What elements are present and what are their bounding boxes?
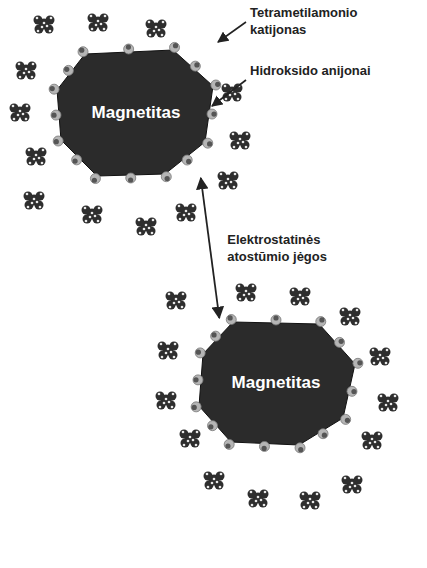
hydroxide-anion: [124, 44, 134, 54]
hydroxide-anion: [208, 421, 218, 431]
cation-icon: [180, 430, 201, 448]
hydroxide-anion: [226, 315, 236, 325]
cation-icon: [16, 62, 37, 80]
hydroxide-anion: [49, 84, 59, 94]
cation-icon: [248, 490, 269, 508]
leader-line: [218, 22, 246, 42]
magnetite-particle: Magnetitas: [195, 318, 357, 448]
hydroxide-anion: [207, 109, 217, 119]
cation-icon: [146, 20, 167, 38]
cation-icon: [300, 492, 321, 510]
cation-icon: [370, 348, 391, 366]
hydroxide-anion: [318, 429, 328, 439]
cation-icon: [204, 472, 225, 490]
cation-icon: [82, 206, 103, 224]
hydroxide-anion: [347, 386, 357, 396]
hydroxide-anion: [224, 439, 234, 449]
hydroxide-anion: [316, 317, 326, 327]
cation-icon: [156, 392, 177, 410]
cation-icon: [236, 284, 257, 302]
hydroxide-anion: [193, 375, 203, 385]
hydroxide-anion: [211, 331, 221, 341]
hydroxide-anion: [78, 47, 88, 57]
hydroxide-anion: [53, 136, 63, 146]
force-arrow: [201, 178, 220, 318]
cation-icon: [218, 172, 239, 190]
hydroxide-anion: [51, 110, 61, 120]
cation-icon: [290, 288, 311, 306]
hydroxide-anion: [126, 173, 136, 183]
hydroxide-anion: [341, 414, 351, 424]
callout-label: Tetrametilamonio katijonas: [250, 4, 400, 38]
cation-icon: [222, 84, 243, 102]
hydroxide-anion: [353, 358, 363, 368]
hydroxide-anion: [195, 348, 205, 358]
callout-label: Hidroksido anijonai: [250, 62, 400, 79]
cation-icon: [166, 292, 187, 310]
cation-icon: [378, 394, 399, 412]
cation-icon: [230, 132, 251, 150]
hydroxide-anion: [72, 155, 82, 165]
hydroxide-anion: [182, 155, 192, 165]
particle-label: Magnetitas: [232, 373, 321, 393]
magnetite-particle: Magnetitas: [55, 48, 217, 178]
cation-icon: [342, 476, 363, 494]
cation-icon: [362, 432, 383, 450]
cation-icon: [176, 204, 197, 222]
hydroxide-anion: [259, 441, 269, 451]
hydroxide-anion: [191, 402, 201, 412]
leader-line: [212, 80, 246, 106]
hydroxide-anion: [190, 61, 200, 71]
hydroxide-anion: [63, 65, 73, 75]
cation-icon: [10, 104, 31, 122]
particle-label: Magnetitas: [92, 103, 181, 123]
hydroxide-anion: [170, 42, 180, 52]
hydroxide-anion: [203, 138, 213, 148]
hydroxide-anion: [295, 443, 305, 453]
hydroxide-anion: [335, 337, 345, 347]
hydroxide-anion: [211, 80, 221, 90]
cation-icon: [26, 148, 47, 166]
cation-icon: [158, 342, 179, 360]
cation-icon: [136, 218, 157, 236]
cation-icon: [340, 308, 361, 326]
cation-icon: [34, 16, 55, 34]
hydroxide-anion: [90, 174, 100, 184]
hydroxide-anion: [161, 172, 171, 182]
cation-icon: [24, 192, 45, 210]
edge-label: Elektrostatinės atostūmio jėgos: [227, 231, 347, 265]
hydroxide-anion: [271, 315, 281, 325]
cation-icon: [88, 14, 109, 32]
